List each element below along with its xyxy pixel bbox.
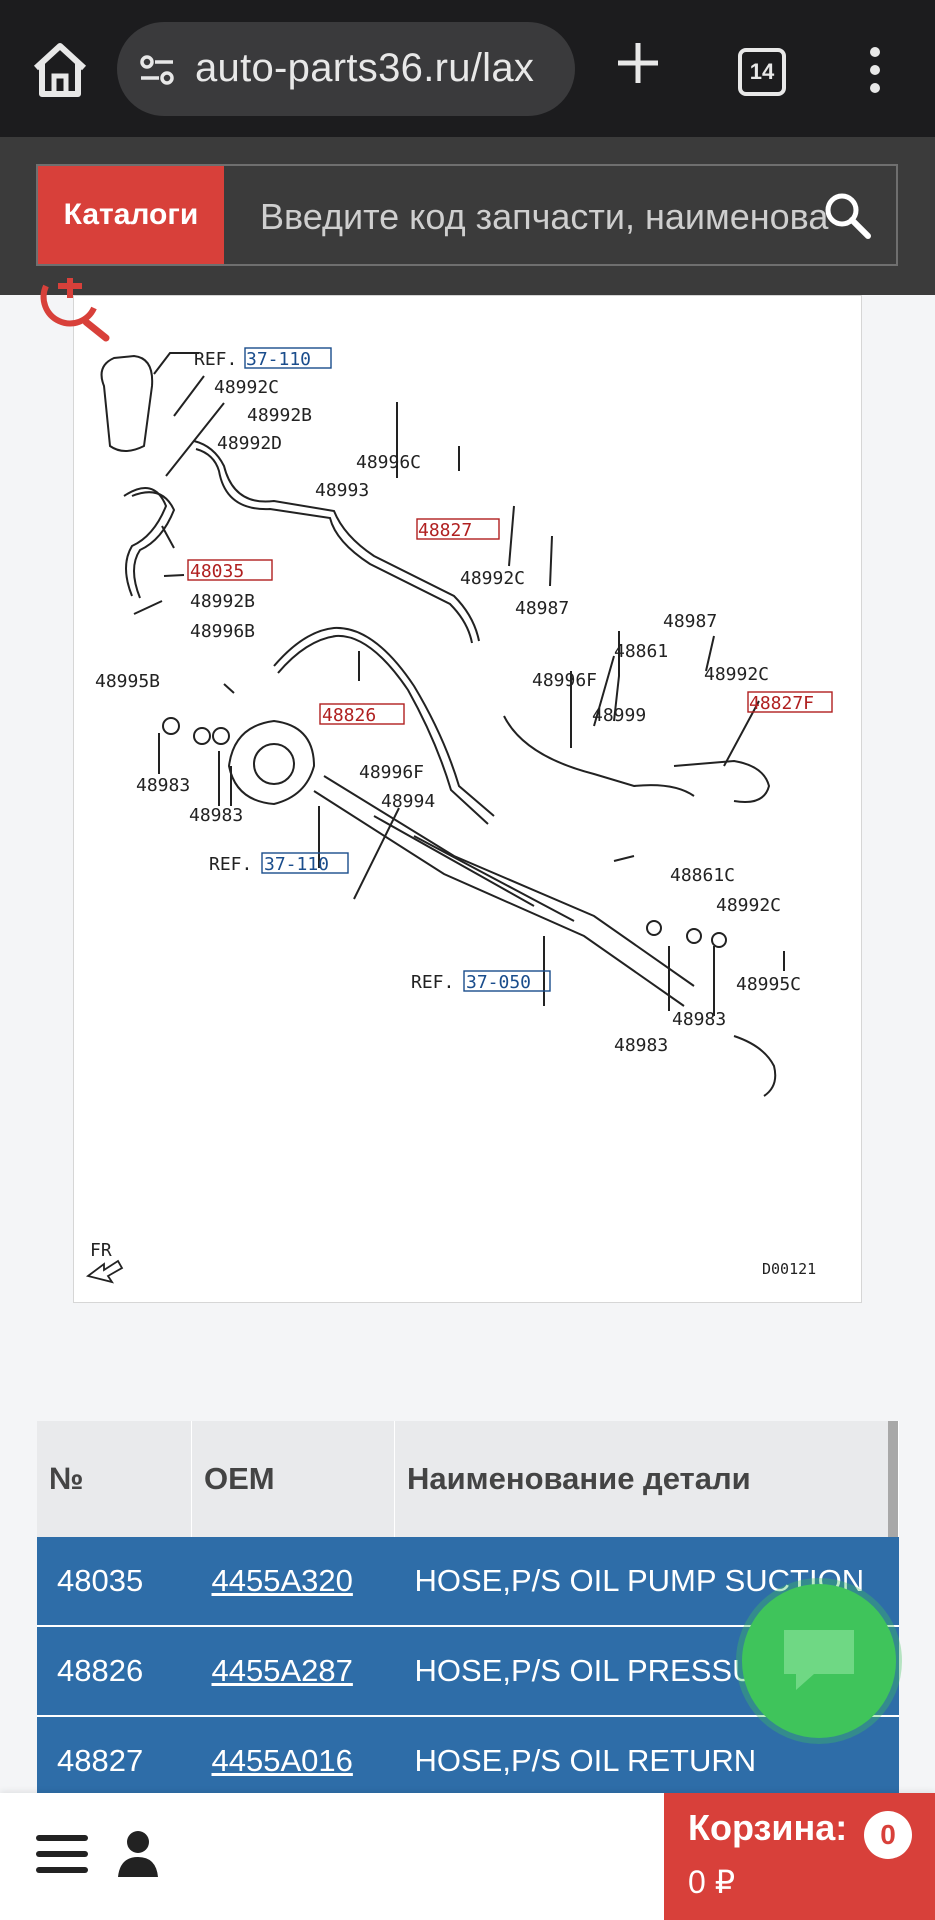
address-bar[interactable]: auto-parts36.ru/lax xyxy=(117,22,575,116)
svg-text:48983: 48983 xyxy=(136,775,190,796)
svg-text:48827F: 48827F xyxy=(749,693,814,714)
oem-cell: 4455A016 xyxy=(191,1716,395,1807)
svg-text:37-110: 37-110 xyxy=(264,854,329,875)
table-scrollbar[interactable] xyxy=(888,1421,898,1537)
svg-text:48987: 48987 xyxy=(663,611,717,632)
part-number: 48826 xyxy=(37,1626,192,1717)
svg-text:48993: 48993 xyxy=(315,480,369,501)
svg-text:48992D: 48992D xyxy=(217,433,282,454)
table-row[interactable]: 48035 4455A320 HOSE,P/S OIL PUMP SUCTION xyxy=(37,1537,899,1627)
col-number-header: № xyxy=(37,1421,192,1537)
svg-text:48983: 48983 xyxy=(189,805,243,826)
svg-text:37-110: 37-110 xyxy=(246,349,311,370)
url-text: auto-parts36.ru/lax xyxy=(195,46,535,90)
cart-sum: 0 ₽ xyxy=(688,1864,736,1900)
site-settings-icon[interactable] xyxy=(137,50,177,90)
home-icon[interactable] xyxy=(28,38,92,102)
diagram-drawing: REF. 37-110 48992C 48992B 48992D 48996C … xyxy=(85,347,833,1284)
search-input[interactable] xyxy=(260,194,830,240)
bottom-nav: Корзина: 0 0 ₽ xyxy=(0,1793,935,1920)
svg-text:48992C: 48992C xyxy=(214,377,279,398)
svg-text:48826: 48826 xyxy=(322,705,376,726)
oem-link[interactable]: 4455A016 xyxy=(211,1743,353,1778)
svg-text:REF.: REF. xyxy=(209,854,252,875)
part-name: HOSE,P/S OIL RETURN xyxy=(394,1716,899,1807)
chat-icon xyxy=(784,1630,854,1690)
svg-text:48996F: 48996F xyxy=(359,762,424,783)
search-bar: Каталоги xyxy=(36,164,898,266)
col-name-header: Наименование детали xyxy=(394,1421,899,1537)
svg-text:48861C: 48861C xyxy=(670,865,735,886)
svg-text:48995B: 48995B xyxy=(95,671,160,692)
svg-text:48983: 48983 xyxy=(614,1035,668,1056)
browser-toolbar: auto-parts36.ru/lax 14 xyxy=(0,0,935,137)
svg-text:48996C: 48996C xyxy=(356,452,421,473)
part-name: HOSE,P/S OIL PUMP SUCTION xyxy=(394,1537,899,1627)
svg-text:48992C: 48992C xyxy=(716,895,781,916)
part-number: 48827 xyxy=(37,1716,192,1807)
site-header: Каталоги xyxy=(0,137,935,295)
table-header-row: № OEM Наименование детали xyxy=(37,1421,899,1537)
svg-text:48861: 48861 xyxy=(614,641,668,662)
svg-text:48035: 48035 xyxy=(190,561,244,582)
col-oem-header: OEM xyxy=(191,1421,395,1537)
cart-button[interactable]: Корзина: 0 0 ₽ xyxy=(664,1793,935,1920)
oem-link[interactable]: 4455A287 xyxy=(211,1653,353,1688)
zoom-in-icon[interactable] xyxy=(36,278,112,342)
svg-text:48999: 48999 xyxy=(592,705,646,726)
svg-text:48992C: 48992C xyxy=(460,568,525,589)
svg-text:FR: FR xyxy=(90,1240,112,1261)
svg-text:48992C: 48992C xyxy=(704,664,769,685)
catalog-button[interactable]: Каталоги xyxy=(38,166,224,264)
tab-switcher-button[interactable]: 14 xyxy=(738,48,786,96)
svg-text:D00121: D00121 xyxy=(762,1260,816,1278)
svg-text:48992B: 48992B xyxy=(190,591,255,612)
svg-text:48996B: 48996B xyxy=(190,621,255,642)
svg-text:48995C: 48995C xyxy=(736,974,801,995)
svg-text:48994: 48994 xyxy=(381,791,435,812)
svg-text:48983: 48983 xyxy=(672,1009,726,1030)
cart-label: Корзина: xyxy=(688,1807,848,1848)
svg-text:37-050: 37-050 xyxy=(466,972,531,993)
svg-text:48996F: 48996F xyxy=(532,670,597,691)
svg-text:48992B: 48992B xyxy=(247,405,312,426)
table-row[interactable]: 48827 4455A016 HOSE,P/S OIL RETURN xyxy=(37,1716,899,1807)
oem-link[interactable]: 4455A320 xyxy=(211,1563,353,1598)
menu-icon[interactable] xyxy=(36,1833,88,1875)
part-number: 48035 xyxy=(37,1537,192,1627)
svg-text:REF.: REF. xyxy=(411,972,454,993)
oem-cell: 4455A287 xyxy=(191,1626,395,1717)
parts-diagram[interactable]: REF. 37-110 48992C 48992B 48992D 48996C … xyxy=(73,295,862,1303)
chat-button[interactable] xyxy=(742,1584,896,1738)
more-menu-icon[interactable] xyxy=(868,46,882,94)
cart-count-badge: 0 xyxy=(864,1811,912,1859)
svg-text:48987: 48987 xyxy=(515,598,569,619)
search-icon[interactable] xyxy=(822,190,872,240)
svg-text:48827: 48827 xyxy=(418,520,472,541)
new-tab-icon[interactable] xyxy=(615,40,661,86)
user-icon[interactable] xyxy=(118,1829,158,1879)
oem-cell: 4455A320 xyxy=(191,1537,395,1627)
svg-text:REF.: REF. xyxy=(194,349,237,370)
